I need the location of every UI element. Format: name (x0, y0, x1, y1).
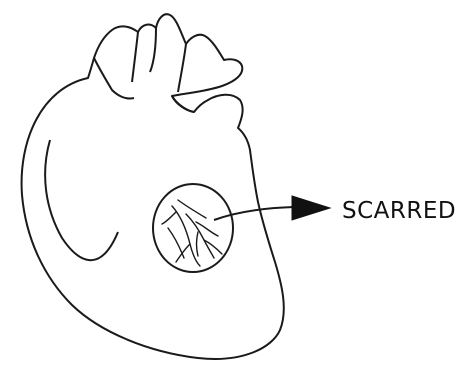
scarred-label: SCARRED (342, 198, 456, 224)
arrow-head-icon (292, 196, 330, 220)
scar-region (153, 184, 233, 272)
